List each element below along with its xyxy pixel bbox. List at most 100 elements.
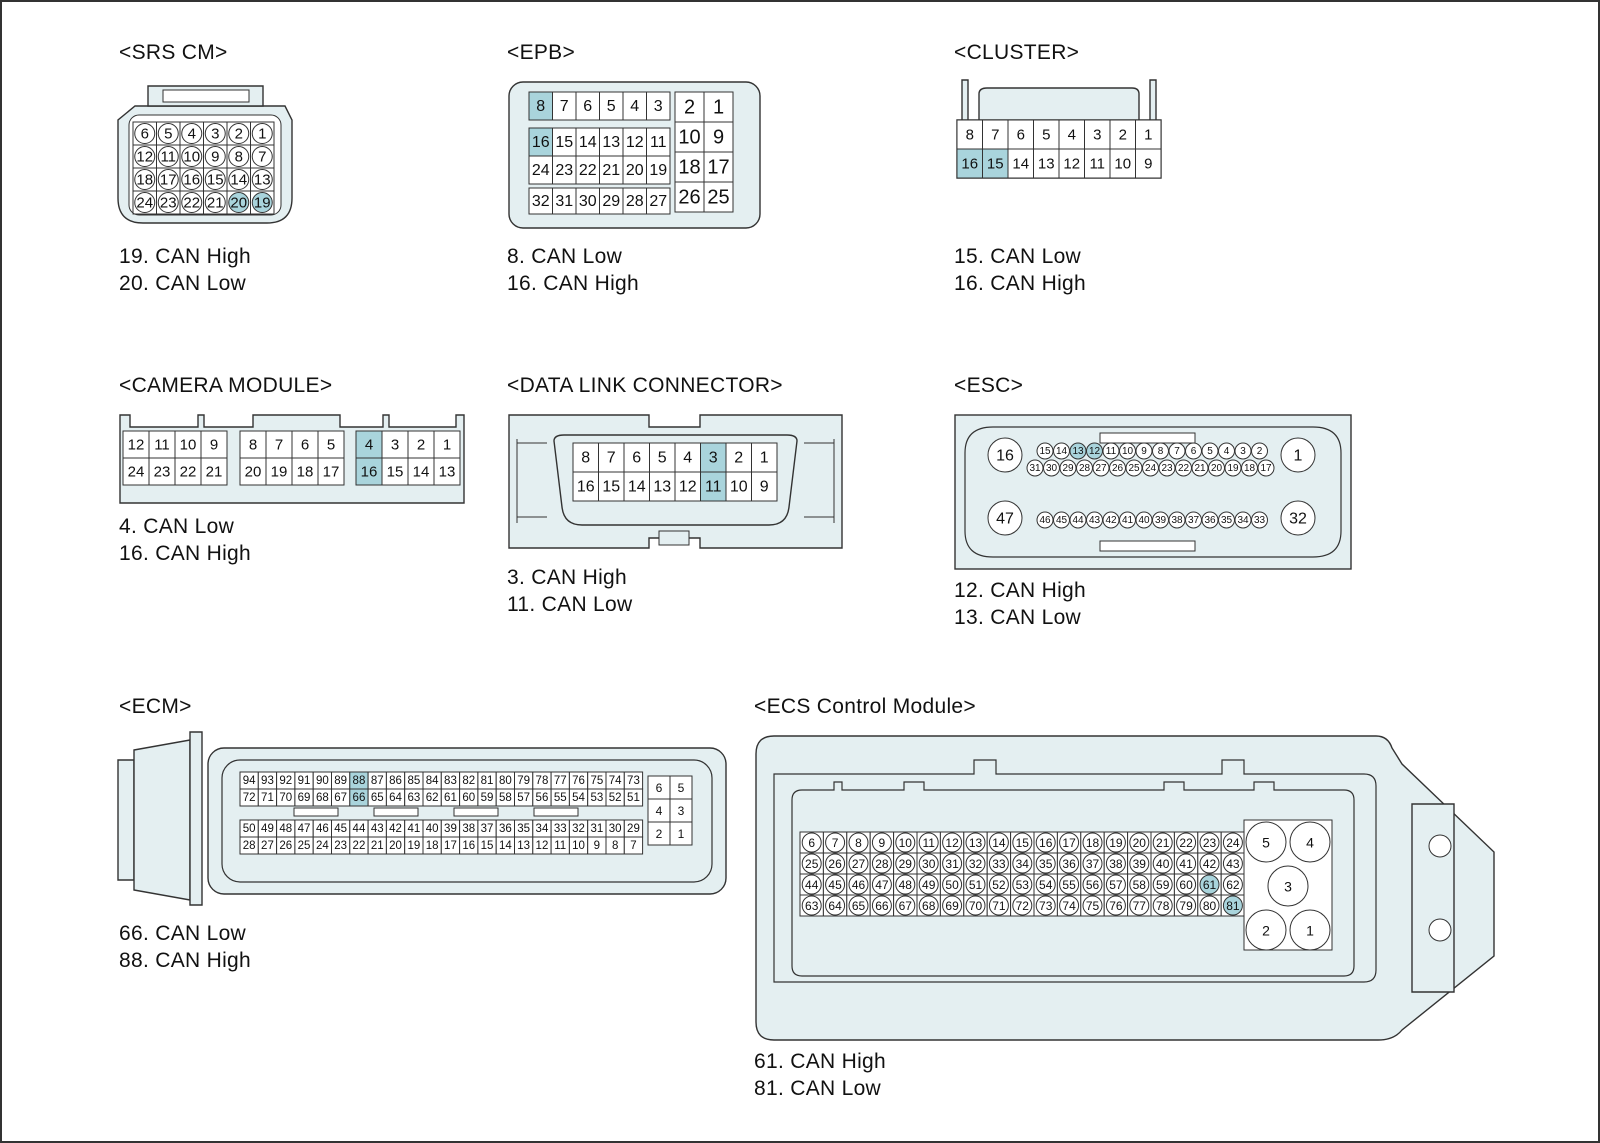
pin-label: 34 (1237, 515, 1249, 526)
pin-label: 12 (1063, 156, 1080, 173)
pin-label: 74 (1062, 899, 1076, 913)
pin-label: 80 (499, 775, 512, 787)
pin-label: 5 (607, 98, 616, 115)
pin-label: 92 (279, 775, 292, 787)
pin-label: 4 (1306, 835, 1314, 851)
pin-label: 1 (1144, 127, 1152, 144)
pin-label: 35 (1039, 857, 1053, 871)
legend-line: 88. CAN High (119, 949, 251, 972)
pin-label: 60 (1179, 878, 1193, 892)
pin (895, 895, 916, 916)
pin-label: 37 (481, 823, 494, 835)
pin (251, 192, 273, 213)
pin-label: 13 (602, 134, 620, 151)
pin-label: 76 (572, 775, 585, 787)
pin (1082, 874, 1103, 895)
pin-label: 11 (705, 479, 722, 496)
pin (848, 832, 869, 853)
pin-label: 5 (658, 450, 667, 467)
pin-label: 16 (462, 840, 475, 852)
pin-label: 46 (316, 823, 329, 835)
pin-label: 16 (996, 448, 1014, 465)
pin-label: 4 (188, 126, 196, 143)
pin-label: 16 (361, 464, 378, 481)
pin-label: 50 (243, 823, 256, 835)
pin-label: 14 (499, 840, 512, 852)
pin-label: 90 (316, 775, 329, 787)
pin-label: 28 (243, 840, 256, 852)
pin-label: 17 (707, 157, 729, 179)
pin-label: 12 (626, 134, 644, 151)
pin-label: 7 (1174, 446, 1180, 457)
pin-label: 53 (590, 792, 603, 804)
pin-label: 4 (630, 98, 639, 115)
pin-label: 30 (1046, 463, 1058, 474)
pin (965, 895, 986, 916)
pin (1059, 832, 1080, 853)
pin-label: 9 (594, 840, 600, 852)
pin (1245, 909, 1287, 951)
pin-label: 74 (609, 775, 622, 787)
pin (1152, 832, 1173, 853)
pin (134, 192, 156, 213)
pin (251, 146, 273, 167)
pin-label: 51 (969, 878, 983, 892)
pin (988, 832, 1009, 853)
pin-label: 23 (1203, 836, 1217, 850)
pin-label: 8 (249, 437, 257, 454)
pin-label: 59 (481, 792, 494, 804)
pin-label: 5 (164, 126, 172, 143)
pin-label: 17 (323, 464, 340, 481)
pin-label: 50 (945, 878, 959, 892)
pin (134, 123, 156, 144)
pin-label: 75 (1086, 899, 1100, 913)
pin-label: 23 (1161, 463, 1173, 474)
pin-label: 12 (128, 437, 145, 454)
pin-label: 25 (805, 857, 819, 871)
pin (1289, 821, 1331, 863)
pin-label: 75 (590, 775, 603, 787)
pin-label: 61 (444, 792, 457, 804)
pin-label: 14 (992, 836, 1006, 850)
pin-label: 15 (555, 134, 573, 151)
pin-label: 81 (1226, 899, 1240, 913)
pin-label: 45 (1056, 515, 1068, 526)
pin-label: 8 (966, 127, 974, 144)
pin-label: 38 (1171, 515, 1183, 526)
ecs-control-module-title: <ECS Control Module> (754, 695, 976, 718)
pin (965, 832, 986, 853)
pin-label: 49 (261, 823, 274, 835)
pin-label: 6 (632, 450, 641, 467)
pin-label: 26 (1112, 463, 1124, 474)
pin-label: 10 (899, 836, 913, 850)
pin (965, 853, 986, 874)
pin-label: 12 (679, 479, 697, 496)
legend-line: 16. CAN High (954, 272, 1086, 295)
latch-slot (453, 807, 499, 817)
pin-label: 19 (254, 195, 271, 212)
pin-cell (646, 187, 671, 215)
pin-label: 45 (334, 823, 347, 835)
pin (1129, 832, 1150, 853)
pin (204, 123, 226, 144)
pin (825, 895, 846, 916)
pin-label: 71 (992, 899, 1006, 913)
pin (848, 853, 869, 874)
pin (134, 146, 156, 167)
pin (918, 832, 939, 853)
pin-label: 9 (713, 127, 724, 149)
pin (918, 874, 939, 895)
pin-label: 10 (572, 840, 585, 852)
pin-label: 48 (279, 823, 292, 835)
pin-cell (1033, 119, 1060, 150)
pin-label: 41 (1122, 515, 1134, 526)
pin (871, 895, 892, 916)
pin-label: 47 (996, 511, 1014, 528)
pin-label: 81 (481, 775, 494, 787)
pin (1251, 442, 1268, 460)
pin-label: 34 (536, 823, 549, 835)
pin-cell (1007, 148, 1034, 179)
pin-label: 9 (211, 149, 219, 166)
